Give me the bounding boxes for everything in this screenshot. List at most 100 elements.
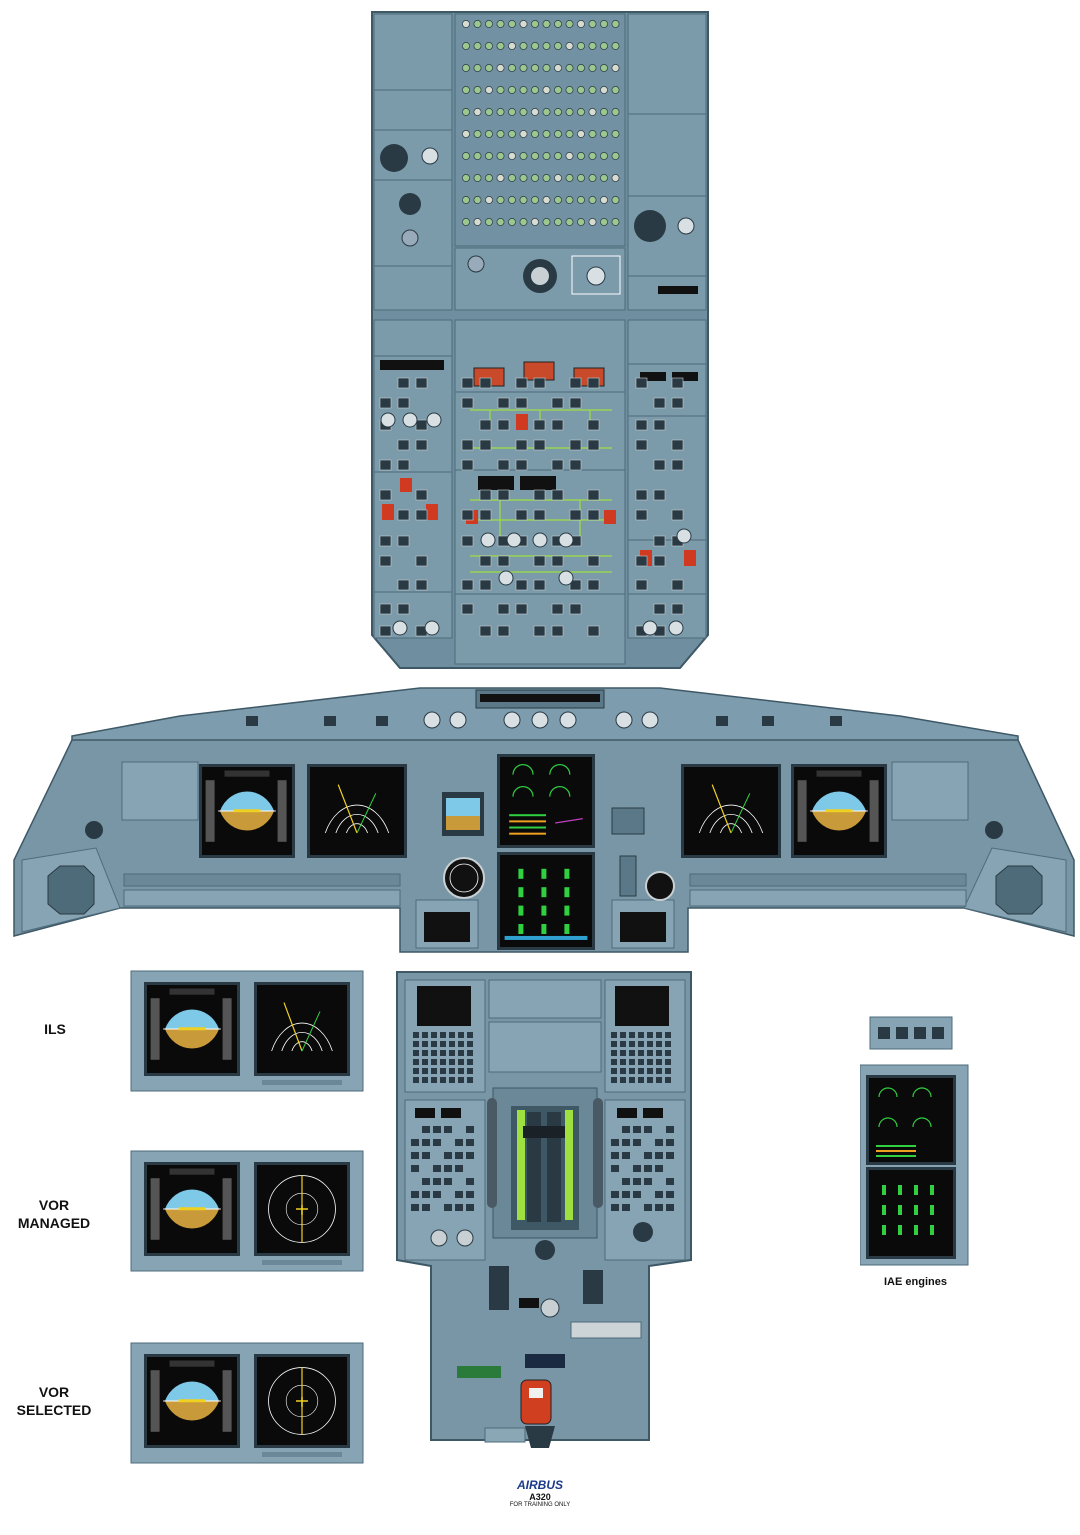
mcdu-key-icon[interactable]	[449, 1050, 455, 1056]
pushbutton-icon[interactable]	[444, 1178, 452, 1185]
mcdu-key-icon[interactable]	[431, 1050, 437, 1056]
pushbutton-icon[interactable]	[461, 509, 474, 521]
circuit-breaker-icon[interactable]	[531, 86, 539, 94]
pushbutton-icon[interactable]	[422, 1152, 430, 1159]
pushbutton-icon[interactable]	[569, 459, 582, 471]
circuit-breaker-icon[interactable]	[473, 218, 482, 226]
pushbutton-icon[interactable]	[376, 716, 388, 726]
knob-icon[interactable]	[424, 620, 440, 636]
circuit-breaker-icon[interactable]	[531, 20, 539, 28]
pushbutton-icon[interactable]	[411, 1139, 419, 1146]
pushbutton-icon[interactable]	[433, 1191, 441, 1198]
mcdu-key-icon[interactable]	[422, 1077, 428, 1083]
knob-icon[interactable]	[668, 620, 684, 636]
pushbutton-icon[interactable]	[671, 509, 684, 521]
pushbutton-icon[interactable]	[671, 579, 684, 591]
circuit-breaker-icon[interactable]	[531, 42, 539, 50]
circuit-breaker-icon[interactable]	[565, 130, 574, 138]
circuit-breaker-grid[interactable]	[462, 20, 620, 226]
circuit-breaker-icon[interactable]	[600, 20, 608, 28]
circuit-breaker-icon[interactable]	[554, 218, 562, 226]
mcdu-key-icon[interactable]	[449, 1077, 455, 1083]
pushbutton-icon[interactable]	[622, 1204, 630, 1211]
circuit-breaker-icon[interactable]	[554, 42, 562, 50]
pushbutton-icon[interactable]	[497, 397, 510, 409]
mcdu-key-icon[interactable]	[440, 1077, 446, 1083]
pushbutton-icon[interactable]	[533, 377, 546, 389]
pushbutton-icon[interactable]	[622, 1139, 630, 1146]
mcdu-key-icon[interactable]	[620, 1050, 626, 1056]
pushbutton-icon[interactable]	[479, 489, 492, 501]
circuit-breaker-icon[interactable]	[542, 108, 551, 116]
pushbutton-icon[interactable]	[653, 459, 666, 471]
pushbutton-icon[interactable]	[455, 1191, 463, 1198]
circuit-breaker-icon[interactable]	[485, 108, 493, 116]
circuit-breaker-icon[interactable]	[611, 218, 620, 226]
pushbutton-icon[interactable]	[411, 1165, 419, 1172]
circuit-breaker-icon[interactable]	[485, 174, 493, 182]
pushbutton-icon[interactable]	[515, 377, 528, 389]
mcdu-key-icon[interactable]	[638, 1041, 644, 1047]
pushbutton-icon[interactable]	[635, 489, 648, 501]
circuit-breaker-icon[interactable]	[508, 174, 516, 182]
mcdu-key-icon[interactable]	[638, 1068, 644, 1074]
pushbutton-icon[interactable]	[533, 555, 546, 567]
pushbutton-icon[interactable]	[479, 555, 492, 567]
pushbutton-icon[interactable]	[569, 397, 582, 409]
pushbutton-icon[interactable]	[515, 459, 528, 471]
circuit-breaker-icon[interactable]	[554, 86, 562, 94]
pushbutton-icon[interactable]	[415, 377, 428, 389]
circuit-breaker-icon[interactable]	[462, 174, 470, 182]
circuit-breaker-icon[interactable]	[508, 64, 516, 72]
mcdu-key-icon[interactable]	[611, 1059, 617, 1065]
pushbutton-icon[interactable]	[497, 459, 510, 471]
circuit-breaker-icon[interactable]	[611, 130, 620, 138]
pushbutton-icon[interactable]	[497, 489, 510, 501]
circuit-breaker-icon[interactable]	[473, 130, 482, 138]
pushbutton-icon[interactable]	[551, 419, 564, 431]
mcdu-key-icon[interactable]	[422, 1059, 428, 1065]
knob-icon[interactable]	[532, 532, 548, 548]
pushbutton-icon[interactable]	[653, 603, 666, 615]
pushbutton-icon[interactable]	[466, 1139, 474, 1146]
pushbutton-icon[interactable]	[397, 459, 410, 471]
circuit-breaker-icon[interactable]	[496, 174, 505, 182]
pushbutton-icon[interactable]	[587, 555, 600, 567]
circuit-breaker-icon[interactable]	[462, 218, 470, 226]
pushbutton-icon[interactable]	[611, 1139, 619, 1146]
pushbutton-icon[interactable]	[666, 1139, 674, 1146]
mcdu-key-icon[interactable]	[467, 1041, 473, 1047]
pushbutton-icon[interactable]	[379, 555, 392, 567]
pushbutton-icon[interactable]	[497, 419, 510, 431]
knob-icon[interactable]	[380, 412, 396, 428]
pushbutton-icon[interactable]	[422, 1139, 430, 1146]
circuit-breaker-icon[interactable]	[554, 196, 562, 204]
pushbutton-icon[interactable]	[587, 625, 600, 637]
circuit-breaker-icon[interactable]	[554, 20, 562, 28]
pushbutton-icon[interactable]	[433, 1178, 441, 1185]
mcdu-key-icon[interactable]	[458, 1041, 464, 1047]
pushbutton-icon[interactable]	[461, 579, 474, 591]
circuit-breaker-icon[interactable]	[496, 218, 505, 226]
pushbutton-icon[interactable]	[666, 1178, 674, 1185]
pushbutton-icon[interactable]	[633, 1165, 641, 1172]
pushbutton-icon[interactable]	[422, 1191, 430, 1198]
pushbutton-icon[interactable]	[415, 489, 428, 501]
pushbutton-icon[interactable]	[666, 1126, 674, 1133]
circuit-breaker-icon[interactable]	[519, 86, 528, 94]
pushbutton-icon[interactable]	[551, 459, 564, 471]
circuit-breaker-icon[interactable]	[508, 86, 516, 94]
pushbutton-icon[interactable]	[622, 1126, 630, 1133]
pushbutton-icon[interactable]	[533, 439, 546, 451]
pushbutton-icon[interactable]	[569, 603, 582, 615]
knob-icon[interactable]	[402, 412, 418, 428]
pushbutton-icon[interactable]	[455, 1139, 463, 1146]
circuit-breaker-icon[interactable]	[462, 20, 470, 28]
mcdu-key-icon[interactable]	[467, 1059, 473, 1065]
pushbutton-icon[interactable]	[611, 1165, 619, 1172]
pushbutton-icon[interactable]	[397, 377, 410, 389]
mcdu-key-icon[interactable]	[647, 1032, 653, 1038]
pushbutton-icon[interactable]	[379, 397, 392, 409]
circuit-breaker-icon[interactable]	[577, 218, 585, 226]
pushbutton-icon[interactable]	[644, 1126, 652, 1133]
